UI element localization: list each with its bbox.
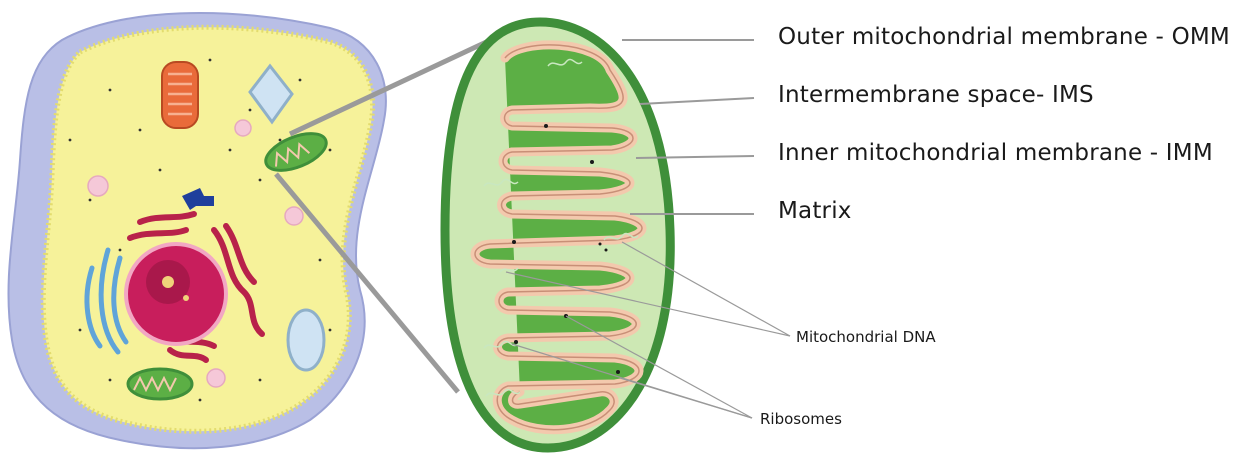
label-ims: Intermembrane space- IMS	[778, 82, 1094, 108]
cell-mitochondrion-bottom	[128, 369, 192, 399]
vacuole-bottom	[288, 310, 324, 370]
label-mitochondrial-dna: Mitochondrial DNA	[796, 328, 936, 346]
label-matrix: Matrix	[778, 198, 852, 224]
cell-mitochondrion-orange	[162, 62, 198, 128]
nucleus	[126, 244, 226, 344]
mitochondrion-enlarged	[445, 22, 670, 448]
label-omm: Outer mitochondrial membrane - OMM	[778, 24, 1230, 50]
label-imm: Inner mitochondrial membrane - IMM	[778, 140, 1213, 166]
animal-cell	[8, 13, 385, 448]
label-ribosomes: Ribosomes	[760, 410, 842, 428]
